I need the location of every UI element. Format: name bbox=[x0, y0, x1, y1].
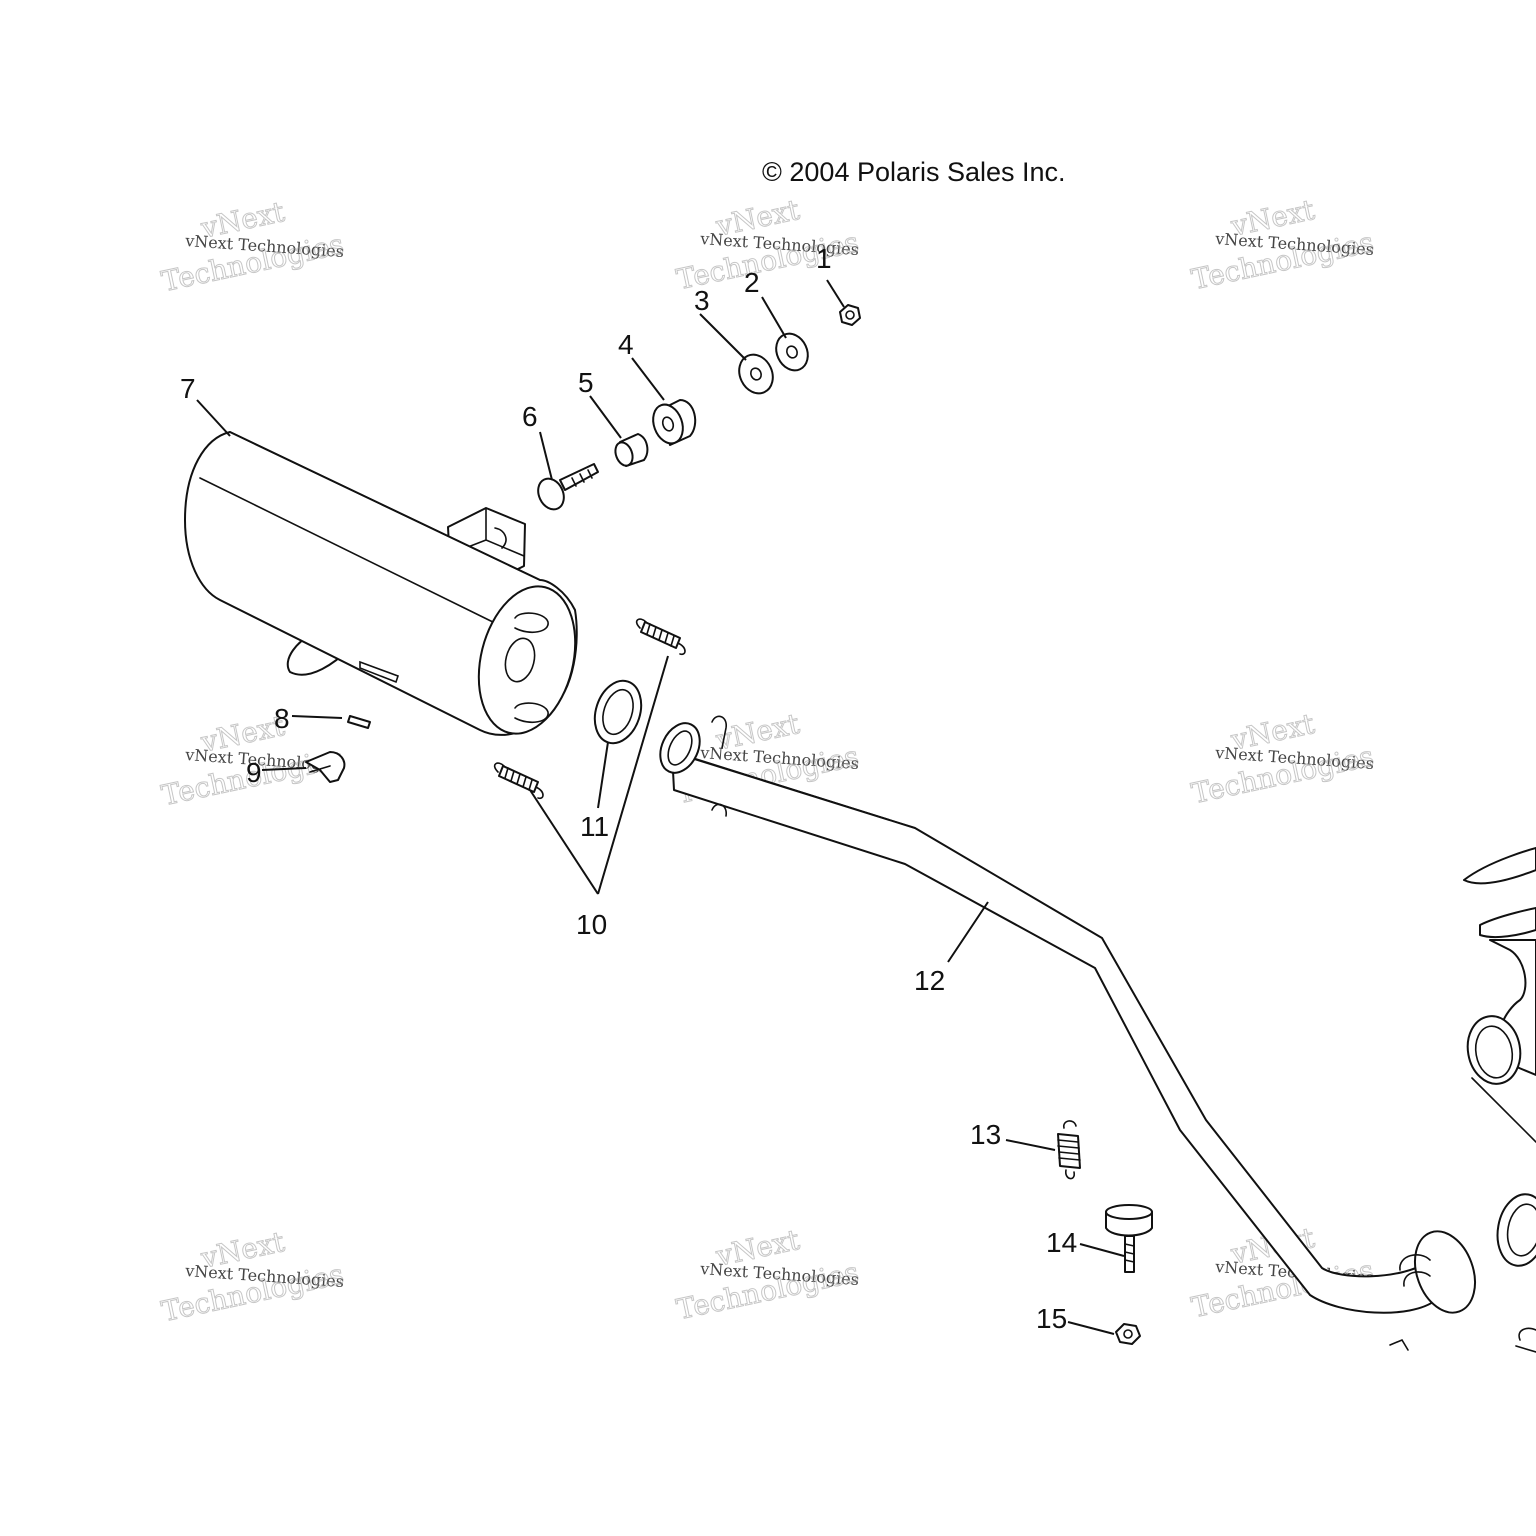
bumper-part-14 bbox=[1105, 1204, 1153, 1273]
leader-lines bbox=[196, 279, 1125, 1335]
callout-11: 11 bbox=[580, 811, 609, 842]
bushing-part-5 bbox=[614, 433, 649, 467]
callout-10: 10 bbox=[576, 909, 607, 940]
callout-9: 9 bbox=[246, 757, 262, 788]
gasket-part-right bbox=[1496, 1193, 1536, 1267]
watermark-bottom-center: vNext vNext Technologies Technologies bbox=[673, 1222, 862, 1326]
watermark-middle-right: vNext vNext Technologies Technologies bbox=[1188, 706, 1377, 810]
nut-part-1 bbox=[839, 304, 861, 326]
callout-2: 2 bbox=[744, 267, 760, 298]
washer-part-2 bbox=[775, 332, 809, 372]
callout-14: 14 bbox=[1046, 1227, 1077, 1258]
callout-5: 5 bbox=[578, 367, 594, 398]
callout-15: 15 bbox=[1036, 1303, 1067, 1334]
nut-part-15 bbox=[1115, 1323, 1141, 1345]
callout-8: 8 bbox=[274, 703, 290, 734]
spring-part-right bbox=[1515, 1327, 1536, 1353]
copyright-text: © 2004 Polaris Sales Inc. bbox=[762, 157, 1066, 187]
clip-part-9 bbox=[305, 751, 346, 783]
spring-part-10-upper bbox=[635, 618, 686, 656]
callout-3: 3 bbox=[694, 285, 710, 316]
watermark-top-left: vNext vNext Technologies Technologies bbox=[158, 194, 347, 298]
watermark-top-right: vNext vNext Technologies Technologies bbox=[1188, 192, 1377, 296]
callout-6: 6 bbox=[522, 401, 538, 432]
callout-4: 4 bbox=[618, 329, 634, 360]
grommet-part-4 bbox=[652, 399, 697, 446]
spring-part-13 bbox=[1057, 1120, 1081, 1180]
washer-part-3 bbox=[738, 353, 774, 395]
bolt-part-6 bbox=[537, 463, 599, 511]
callout-numbers: 1 2 3 4 5 6 7 8 9 10 11 12 13 14 15 bbox=[180, 243, 1077, 1334]
callout-1: 1 bbox=[816, 243, 832, 274]
callout-7: 7 bbox=[180, 373, 196, 404]
spring-part-10-lower bbox=[493, 762, 544, 800]
engine-port-assembly bbox=[1463, 847, 1536, 1143]
muffler-part bbox=[184, 431, 578, 736]
pin-part-8 bbox=[347, 715, 371, 729]
callout-12: 12 bbox=[914, 965, 945, 996]
callout-13: 13 bbox=[970, 1119, 1001, 1150]
head-pipe-part-12 bbox=[659, 715, 1476, 1351]
watermark-top-center: vNext vNext Technologies Technologies bbox=[673, 192, 862, 296]
watermark-bottom-left: vNext vNext Technologies Technologies bbox=[158, 1224, 347, 1328]
gasket-part-11 bbox=[593, 679, 643, 745]
